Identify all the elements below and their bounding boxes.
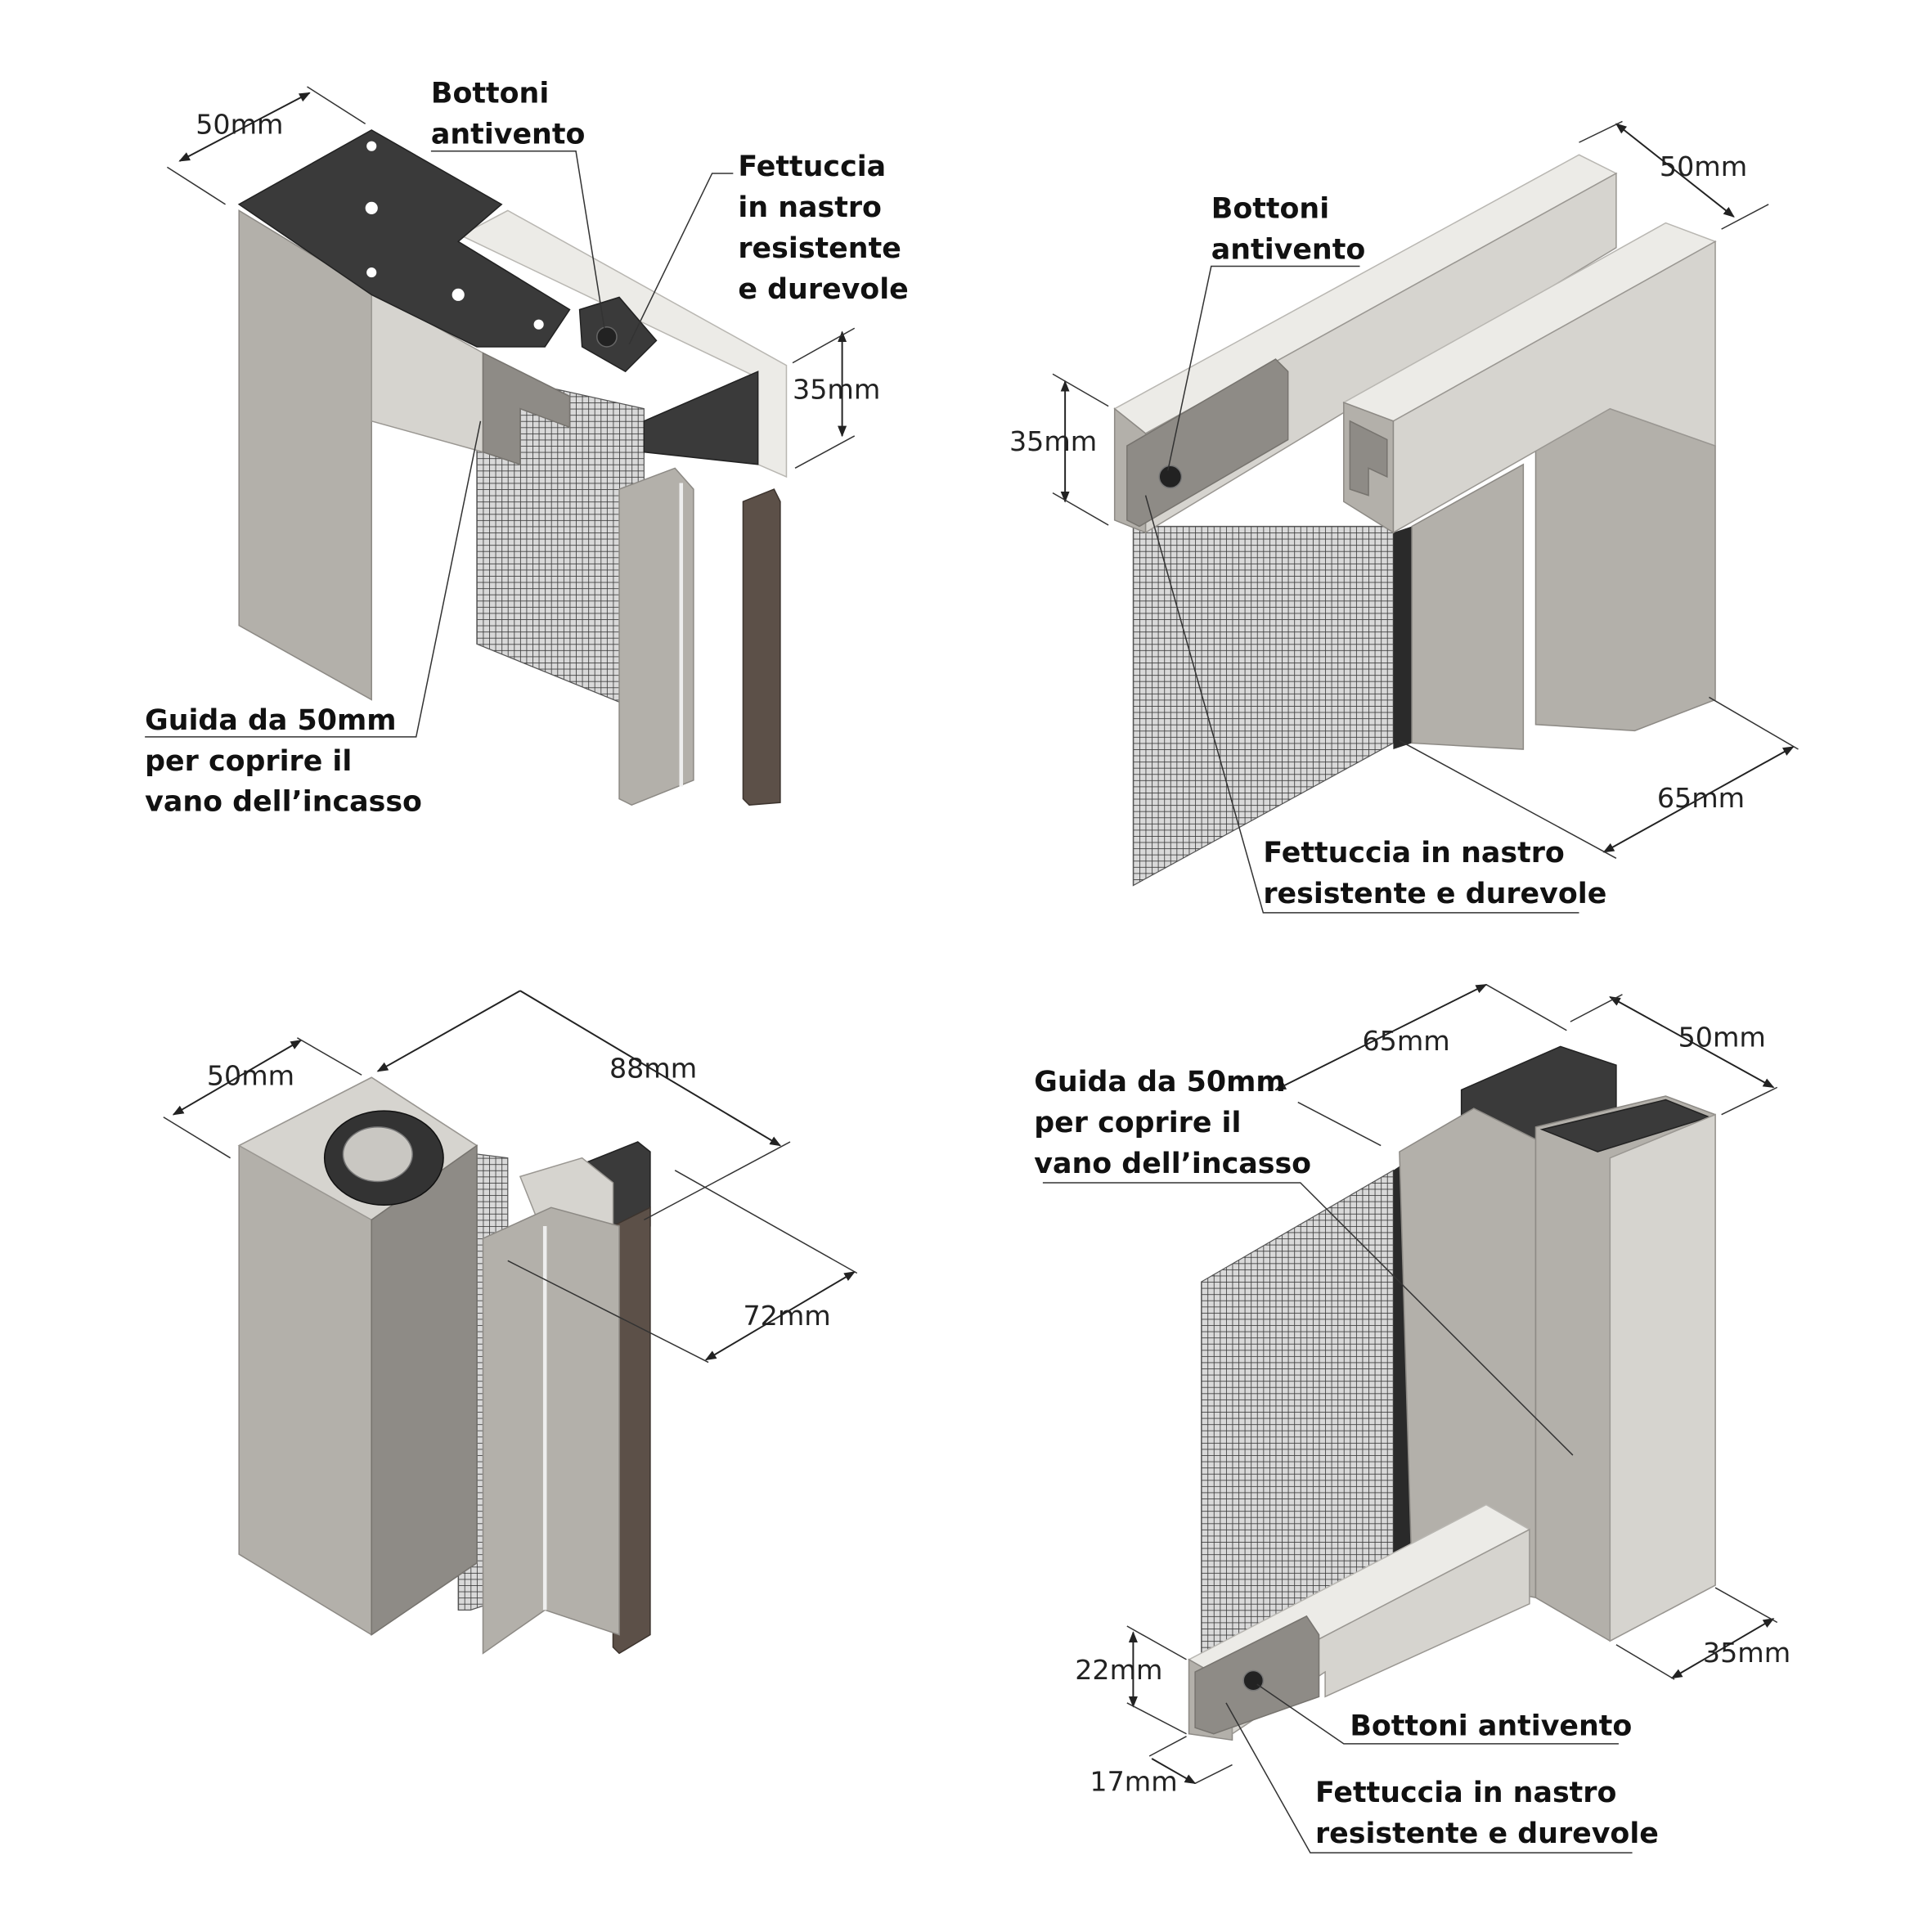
callout-text: antivento	[1211, 233, 1366, 266]
dim-width-label: 50mm	[1660, 151, 1747, 182]
screw-hole	[365, 201, 378, 214]
callout-text: per coprire il	[145, 745, 352, 778]
guide-side	[1609, 1113, 1716, 1642]
panel-top-right: 50mm 35mm 65mm Bottoni antivento Fettucc…	[1009, 120, 1799, 914]
dim-width-label: 50mm	[1678, 1021, 1766, 1053]
panel-top-left: 50mm 35mm Bottoni antivento Fettuccia in…	[145, 78, 909, 819]
callout-text: antivento	[431, 119, 586, 151]
windproof-button	[596, 326, 618, 348]
label-windproof-buttons: Bottoni antivento	[1256, 1683, 1632, 1745]
panel-bottom-right: 65mm 50mm 35mm 22mm 17mm Guida da 50mm p…	[1034, 983, 1790, 1853]
top-plate	[237, 129, 571, 348]
label-guide: Guida da 50mm per coprire il vano dell’i…	[1034, 1066, 1574, 1456]
leading-profile	[618, 467, 694, 806]
callout-text: Bottoni antivento	[1350, 1710, 1632, 1742]
dim-rail-width-label: 17mm	[1090, 1765, 1177, 1797]
callout-text: Guida da 50mm	[1034, 1066, 1285, 1099]
callout-text: vano dell’incasso	[1034, 1148, 1311, 1180]
windproof-button	[1158, 465, 1183, 489]
screw-hole	[452, 288, 465, 301]
dim-rail-height-label: 22mm	[1075, 1654, 1162, 1686]
brush-seal	[742, 488, 781, 806]
label-tape: Fettuccia in nastro resistente e durevol…	[1225, 1702, 1659, 1853]
callout-text: resistente e durevole	[1263, 878, 1606, 910]
brush-strip	[1393, 526, 1413, 750]
roller-tube	[342, 1126, 413, 1183]
callout-text: in nastro	[738, 191, 882, 224]
callout-text: vano dell’incasso	[145, 786, 422, 819]
dim-height-label: 35mm	[793, 374, 880, 406]
callout-text: Fettuccia in nastro	[1263, 837, 1564, 869]
screw-hole	[366, 267, 377, 278]
label-tape: Fettuccia in nastro resistente e durevol…	[1144, 495, 1606, 914]
label-guide: Guida da 50mm per coprire il vano dell’i…	[145, 420, 482, 819]
label-tape: Fettuccia in nastro resistente e durevol…	[628, 151, 909, 345]
mesh-screen	[1132, 525, 1394, 887]
callout-text: Bottoni	[431, 78, 549, 110]
dim-side-label: 35mm	[1703, 1637, 1790, 1669]
dim-width-label: 50mm	[195, 109, 283, 141]
cassette-side	[371, 1144, 478, 1637]
guide-cavity	[1349, 420, 1388, 496]
callout-text: per coprire il	[1034, 1107, 1241, 1139]
screw-hole	[533, 319, 544, 330]
windproof-button	[1242, 1669, 1265, 1692]
leading-profile	[482, 1206, 620, 1655]
guide-inner	[482, 352, 571, 465]
label-windproof-buttons: Bottoni antivento	[1167, 192, 1366, 471]
screw-hole	[366, 141, 377, 151]
outer-guide-face	[1534, 407, 1716, 732]
callout-text: resistente	[738, 232, 901, 265]
dim-depth-label: 65mm	[1363, 1025, 1450, 1057]
guide-front-face	[238, 209, 372, 701]
panel-bottom-left: 50mm 88mm 72mm	[163, 990, 858, 1655]
button-housing	[578, 296, 658, 373]
dim-length-label: 88mm	[609, 1052, 697, 1084]
middle-profile	[1411, 463, 1525, 750]
dim-depth-label: 72mm	[743, 1300, 830, 1332]
callout-text: e durevole	[738, 273, 908, 306]
dim-height-label: 35mm	[1009, 425, 1097, 457]
callout-text: resistente e durevole	[1315, 1817, 1659, 1850]
callout-text: Guida da 50mm	[145, 704, 396, 737]
dim-depth-label: 65mm	[1657, 782, 1745, 814]
callout-text: Fettuccia	[738, 151, 886, 183]
end-cap	[643, 371, 759, 465]
label-windproof-buttons: Bottoni antivento	[430, 78, 605, 329]
dim-width-label: 50mm	[207, 1059, 294, 1091]
callout-text: Bottoni	[1211, 192, 1329, 225]
callout-text: Fettuccia in nastro	[1315, 1777, 1616, 1809]
